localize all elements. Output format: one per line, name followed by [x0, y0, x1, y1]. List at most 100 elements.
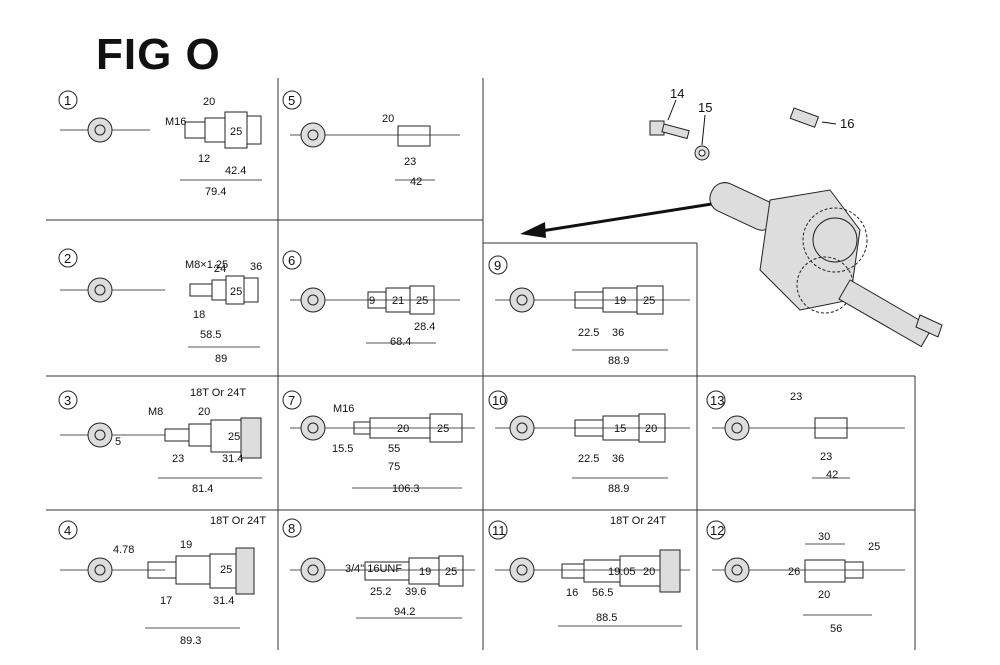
- cell-12: 12 30 25 26 20 56: [706, 520, 905, 635]
- cell-5-dim-0: 20: [382, 113, 394, 125]
- cell-2-dim-5: 58.5: [200, 329, 221, 341]
- cell-4-dim-0: 4.78: [113, 544, 134, 556]
- cell-2-dim-4: 18: [193, 309, 205, 321]
- figure-title: FIG O: [96, 30, 221, 79]
- cell-11-dim-1: 19.05: [608, 566, 636, 578]
- cell-7-dim-1: 20: [397, 423, 409, 435]
- cell-9-dim-4: 88.9: [608, 355, 629, 367]
- cell-5-index: 5: [288, 93, 295, 108]
- cell-6-index: 6: [288, 253, 295, 268]
- cell-13-dim-0: 23: [790, 391, 802, 403]
- cell-6-dim-0: 9: [369, 295, 375, 307]
- cell-7-dim-2: 25: [437, 423, 449, 435]
- cell-3-index: 3: [64, 393, 71, 408]
- cell-2-dim-6: 89: [215, 353, 227, 365]
- cell-11-dim-4: 56.5: [592, 587, 613, 599]
- cell-1-dim-0: M16: [165, 116, 186, 128]
- cell-13-dim-2: 42: [826, 469, 838, 481]
- cell-11: 11 18T Or 24T 19.05 20 16 56.5 88.5: [488, 515, 690, 627]
- cell-9-dim-0: 19: [614, 295, 626, 307]
- cell-4-dim-3: 25: [220, 564, 232, 576]
- cell-6-dim-1: 21: [392, 295, 404, 307]
- cell-6-dim-4: 68.4: [390, 336, 411, 348]
- cell-3-dim-7: 81.4: [192, 483, 213, 495]
- cell-6-dim-3: 28.4: [414, 321, 435, 333]
- cell-2: 2 M8×1.25 24 25 36 18 58.5 89: [58, 248, 262, 365]
- cell-3: 3 18T Or 24T 5 M8 20 25 23 31.4 81.4: [58, 387, 262, 495]
- cell-12-dim-0: 30: [818, 531, 830, 543]
- cell-8-dim-4: 39.6: [405, 586, 426, 598]
- cell-7-dim-0: M16: [333, 403, 354, 415]
- cell-6: 6 9 21 25 28.4 68.4: [282, 250, 460, 348]
- cell-9-dim-1: 25: [643, 295, 655, 307]
- cell-10-dim-0: 15: [614, 423, 626, 435]
- cell-8-dim-5: 94.2: [394, 606, 415, 618]
- pointer-arrow: [520, 201, 719, 238]
- cell-8-dim-0: 3/4" 16UNF: [345, 563, 402, 575]
- cell-12-dim-3: 20: [818, 589, 830, 601]
- cell-9-dim-3: 36: [612, 327, 624, 339]
- cell-10: 10 15 20 22.5 36 88.9: [488, 390, 690, 495]
- cell-1-dim-2: 25: [230, 126, 242, 138]
- cell-9: 9 19 25 22.5 36 88.9: [488, 255, 690, 367]
- cell-3-dim-3: 20: [198, 406, 210, 418]
- cell-11-dim-3: 16: [566, 587, 578, 599]
- callout-14: 14: [670, 86, 684, 101]
- crankshaft-illustration: [649, 99, 943, 348]
- cell-2-dim-1: 24: [214, 263, 226, 275]
- cell-4-dim-5: 31.4: [213, 595, 234, 607]
- cell-8-dim-2: 25: [445, 566, 457, 578]
- cell-10-dim-3: 36: [612, 453, 624, 465]
- cell-3-dim-1: 5: [115, 436, 121, 448]
- cell-7-dim-3: 15.5: [332, 443, 353, 455]
- cell-3-dim-2: M8: [148, 406, 163, 418]
- cell-11-dim-0: 18T Or 24T: [610, 515, 666, 527]
- cell-10-dim-4: 88.9: [608, 483, 629, 495]
- cell-11-index: 11: [492, 523, 506, 538]
- cell-8-index: 8: [288, 521, 295, 536]
- cell-4-dim-4: 17: [160, 595, 172, 607]
- cell-1-dim-1: 20: [203, 96, 215, 108]
- cell-7-dim-5: 75: [388, 461, 400, 473]
- cell-7-dim-4: 55: [388, 443, 400, 455]
- cell-13-index: 13: [710, 393, 724, 408]
- cell-6-dim-2: 25: [416, 295, 428, 307]
- cell-8: 8 3/4" 16UNF 19 25 25.2 39.6 94.2: [282, 518, 475, 619]
- cell-7: 7 M16 20 25 15.5 55 75 106.3: [282, 390, 475, 495]
- cell-4-dim-6: 89.3: [180, 635, 201, 647]
- cell-12-dim-1: 25: [868, 541, 880, 553]
- cell-9-index: 9: [494, 258, 501, 273]
- cell-3-dim-4: 25: [228, 431, 240, 443]
- cell-2-dim-3: 36: [250, 261, 262, 273]
- cell-2-dim-2: 25: [230, 286, 242, 298]
- cell-3-dim-5: 23: [172, 453, 184, 465]
- cell-8-dim-3: 25.2: [370, 586, 391, 598]
- cell-1-index: 1: [64, 93, 71, 108]
- cell-10-dim-2: 22.5: [578, 453, 599, 465]
- cell-12-dim-2: 26: [788, 566, 800, 578]
- cell-12-index: 12: [710, 523, 724, 538]
- cell-1-dim-3: 12: [198, 153, 210, 165]
- cell-10-index: 10: [492, 393, 506, 408]
- cell-5-dim-2: 42: [410, 176, 422, 188]
- cell-11-dim-5: 88.5: [596, 612, 617, 624]
- cell-4-dim-2: 18T Or 24T: [210, 515, 266, 527]
- grid-lines: [46, 78, 916, 650]
- cell-1-dim-4: 42.4: [225, 165, 246, 177]
- cell-2-index: 2: [64, 251, 71, 266]
- cell-5-dim-1: 23: [404, 156, 416, 168]
- cell-9-dim-2: 22.5: [578, 327, 599, 339]
- cell-12-dim-4: 56: [830, 623, 842, 635]
- cell-2-dim-0: M8×1.25: [185, 259, 228, 271]
- cell-10-dim-1: 20: [645, 423, 657, 435]
- callout-15: 15: [698, 100, 712, 115]
- cell-4-index: 4: [64, 523, 71, 538]
- cell-7-dim-6: 106.3: [392, 483, 420, 495]
- cell-1-dim-5: 79.4: [205, 186, 226, 198]
- cell-4: 4 4.78 19 18T Or 24T 25 17 31.4 89.3: [58, 515, 266, 647]
- callout-16: 16: [840, 116, 854, 131]
- cell-13-dim-1: 23: [820, 451, 832, 463]
- cell-4-dim-1: 19: [180, 539, 192, 551]
